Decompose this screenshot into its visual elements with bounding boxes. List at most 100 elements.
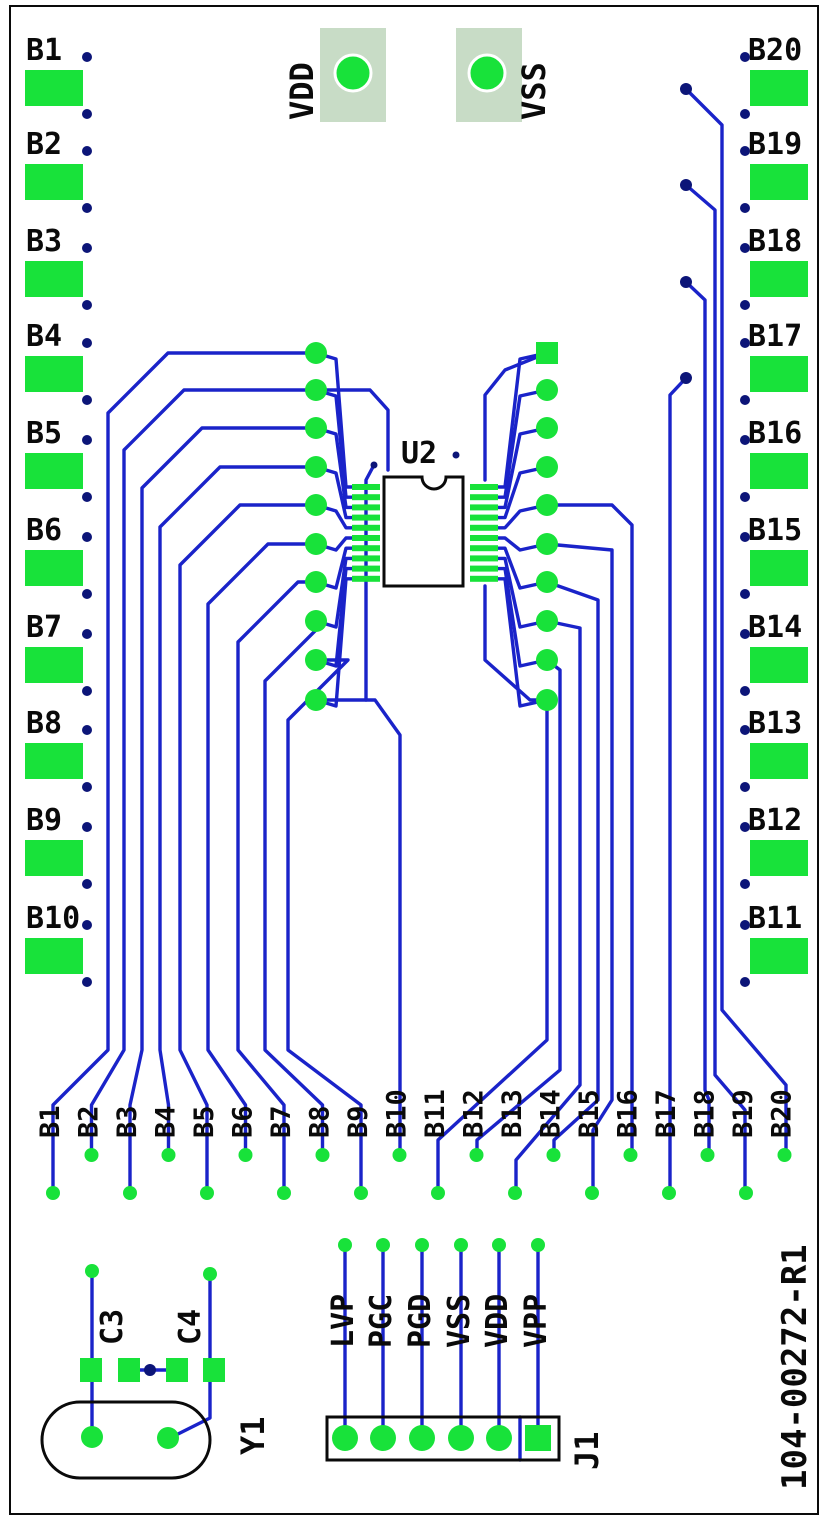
j1-pin-4 [409, 1425, 435, 1451]
via-left-4b [82, 395, 92, 405]
bottom-pin-5 [200, 1186, 214, 1200]
via-right-trace-3 [680, 276, 692, 288]
via-right-trace-2 [680, 179, 692, 191]
j1-pin-6 [332, 1425, 358, 1451]
label-right-connector: B14 [748, 610, 802, 645]
bottom-pin-2 [84, 1148, 99, 1162]
pin-b13-trace [514, 619, 582, 1195]
pin-b19-trace [684, 183, 747, 1195]
ic-u2-pin1-dot [452, 451, 460, 459]
via-left-9a [82, 822, 92, 832]
u2-right-fanout-6 [496, 536, 549, 552]
bottom-pin-1 [46, 1186, 60, 1200]
ic-u2-pin-right-7 [470, 545, 498, 552]
bottom-pin-3 [123, 1186, 137, 1200]
via-left-2b [82, 203, 92, 213]
via-left-4a [82, 338, 92, 348]
cap-via [144, 1364, 156, 1376]
label-left-connector: B7 [26, 610, 62, 645]
bottom-pin-11 [431, 1186, 445, 1200]
edge-pad-right-3 [750, 261, 808, 297]
label-bottom-pin: B3 [112, 1105, 143, 1138]
pin-b20-trace [684, 87, 788, 1157]
bottom-pin-7 [277, 1186, 291, 1200]
edge-pad-right-10 [750, 938, 808, 974]
ic-u2-pin-right-4 [470, 514, 498, 521]
c4-trace [168, 1272, 212, 1440]
ic-u2-pin-left-8 [352, 555, 380, 562]
bottom-pin-13 [508, 1186, 522, 1200]
label-bottom-pin: B5 [189, 1105, 220, 1138]
label-left-connector: B10 [26, 901, 80, 936]
pin-b17-trace [668, 376, 688, 1195]
label-left-connector: B3 [26, 224, 62, 259]
ic-u2-body [382, 475, 465, 588]
pin-b11-trace [436, 698, 549, 1195]
label-j1-pin: VSS [442, 1294, 477, 1348]
ic-u2-pin-left-2 [352, 494, 380, 501]
via-left-5b [82, 492, 92, 502]
pin-b16-trace [545, 503, 634, 1157]
header-pad-right-8 [536, 610, 558, 632]
c4-pad-1 [166, 1358, 188, 1382]
label-bottom-pin: B4 [151, 1105, 182, 1138]
j1-outline [325, 1415, 561, 1462]
j1-pin-2 [486, 1425, 512, 1451]
via-right-7b [740, 686, 750, 696]
label-c3: C3 [95, 1309, 130, 1345]
label-bottom-pin: B10 [382, 1089, 413, 1138]
label-j1: J1 [568, 1431, 606, 1470]
label-left-connector: B9 [26, 803, 62, 838]
label-bottom-pin: B18 [690, 1089, 721, 1138]
c4-top-pad [203, 1267, 217, 1281]
bottom-pin-9 [354, 1186, 368, 1200]
u2-right-fanout-4 [496, 465, 549, 520]
via-left-6b [82, 589, 92, 599]
j1-pin-1-square [525, 1425, 551, 1451]
pin-b2-trace [89, 388, 318, 1157]
label-j1-pin: PGD [403, 1294, 438, 1348]
via-left-1b [82, 109, 92, 119]
c4-pad-2 [203, 1358, 225, 1382]
header-pad-right-10 [536, 689, 558, 711]
pin-b1-trace [51, 351, 318, 1195]
pin-b10-trace [314, 698, 402, 1157]
via-right-9b [740, 879, 750, 889]
via-left-7b [82, 686, 92, 696]
label-vdd: VDD [283, 62, 321, 120]
edge-pad-left-6 [25, 550, 83, 586]
label-vss: VSS [515, 62, 553, 120]
label-j1-pin: PGC [364, 1294, 399, 1348]
bottom-pin-4 [161, 1148, 176, 1162]
header-pad-right-4 [536, 456, 558, 478]
via-left-3a [82, 243, 92, 253]
label-bottom-pin: B8 [305, 1105, 336, 1138]
u2-right-fanout-2 [496, 388, 549, 499]
edge-pad-right-4 [750, 356, 808, 392]
ic-u2-pin-right-10 [470, 575, 498, 582]
via-left-2a [82, 146, 92, 156]
label-left-connector: B1 [26, 33, 62, 68]
via-left-6a [82, 532, 92, 542]
edge-pad-right-5 [750, 453, 808, 489]
power-pad-vdd [333, 53, 373, 93]
bottom-pin-15 [585, 1186, 599, 1200]
bottom-pin-8 [315, 1148, 330, 1162]
label-left-connector: B6 [26, 513, 62, 548]
ic-u2-pin-left-7 [352, 545, 380, 552]
edge-pad-left-2 [25, 164, 83, 200]
ic-u2-pin-right-2 [470, 494, 498, 501]
via-left-9b [82, 879, 92, 889]
label-bottom-pin: B9 [343, 1105, 374, 1138]
label-bottom-pin: B19 [728, 1089, 759, 1138]
u2-right-fanout-10 [496, 577, 549, 708]
edge-pad-left-4 [25, 356, 83, 392]
via-right-7a [740, 629, 750, 639]
pin-b5-trace [178, 503, 318, 1195]
via-left-10b [82, 977, 92, 987]
label-right-connector: B16 [748, 416, 802, 451]
label-bottom-pin: B11 [420, 1089, 451, 1138]
via-right-trace-4 [680, 372, 692, 384]
label-bottom-pin: B12 [459, 1089, 490, 1138]
